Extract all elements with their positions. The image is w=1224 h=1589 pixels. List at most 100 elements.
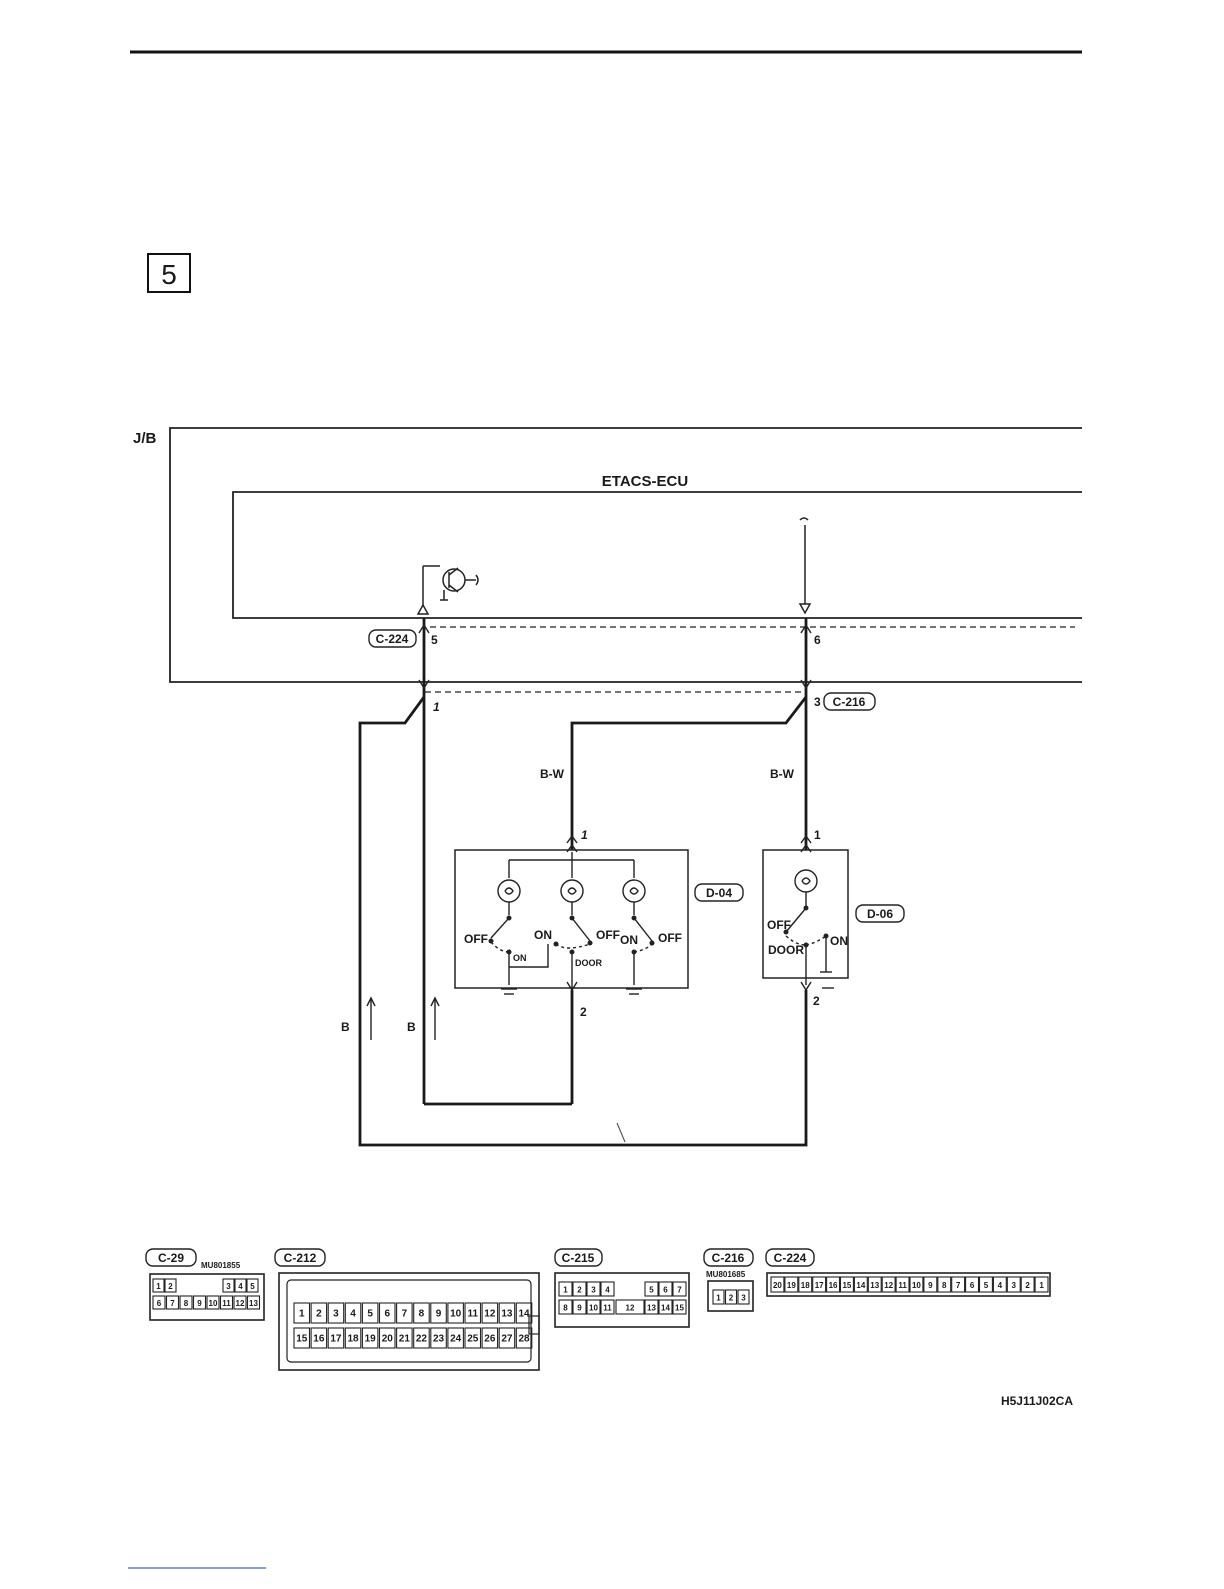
connector-pin-cell xyxy=(447,1302,464,1324)
connector-pin-number: 14 xyxy=(661,1304,670,1313)
connector-pin-cell xyxy=(498,1327,516,1349)
svg-text:C-216: C-216 xyxy=(833,695,866,709)
svg-text:OFF: OFF xyxy=(596,928,620,942)
connector-pin-number: 7 xyxy=(956,1281,961,1290)
connector-pin-cell xyxy=(413,1302,430,1324)
connector-pin-cell xyxy=(644,1281,659,1297)
connector-pin-number: 21 xyxy=(399,1334,411,1345)
ecu-label: ETACS-ECU xyxy=(602,473,688,490)
connector-pin-cell xyxy=(586,1299,601,1315)
connector-pin-number: 13 xyxy=(870,1281,879,1290)
connector-pin-cell xyxy=(164,1278,177,1293)
connector-pin-number: 3 xyxy=(226,1282,231,1291)
connector-pin-number: 13 xyxy=(249,1299,258,1308)
connector-pin-number: 7 xyxy=(170,1299,175,1308)
svg-text:ON: ON xyxy=(620,933,638,947)
connector-pin-cell xyxy=(152,1295,166,1310)
connector-c224-tag: C-224 xyxy=(368,629,417,648)
connector-pin-number: 6 xyxy=(970,1281,975,1290)
connector-pin-cell xyxy=(724,1289,738,1305)
connector-pin-number: 4 xyxy=(238,1282,243,1291)
svg-text:D-06: D-06 xyxy=(867,907,893,921)
connector-pin-number: 17 xyxy=(815,1281,824,1290)
connector-pin-cell xyxy=(1006,1276,1021,1293)
svg-text:D-04: D-04 xyxy=(706,886,732,900)
section-number-box xyxy=(147,253,191,293)
connector-pin-cell xyxy=(222,1278,235,1293)
transistor-icon xyxy=(416,565,479,615)
connector-pin-cell xyxy=(498,1302,516,1324)
switch-d04: 1 2 xyxy=(454,828,744,1019)
svg-text:MU801855: MU801855 xyxy=(201,1261,241,1270)
connector-pin-cell xyxy=(672,1299,687,1315)
connector-pin-number: 6 xyxy=(663,1286,668,1295)
connector-pin-number: 9 xyxy=(928,1281,933,1290)
connector-pin-number: 16 xyxy=(829,1281,838,1290)
connector-pin-number: 20 xyxy=(382,1334,394,1345)
svg-text:DOOR: DOOR xyxy=(768,943,804,957)
etacs-ecu: ETACS-ECU xyxy=(232,473,1082,619)
svg-text:ON: ON xyxy=(513,953,527,963)
connector-pin-number: 12 xyxy=(626,1304,635,1313)
connector-pin-number: 3 xyxy=(333,1309,339,1320)
connector-pin-number: 12 xyxy=(236,1299,245,1308)
dashed-boundaries xyxy=(425,626,1075,693)
connector-pin-number: 16 xyxy=(313,1334,325,1345)
connector-pin-number: 15 xyxy=(842,1281,851,1290)
c224-pin-label: 5 xyxy=(431,633,438,647)
connector-c216-tag: C-216 xyxy=(823,692,876,711)
svg-text:ON: ON xyxy=(534,928,552,942)
connector-pin-number: 8 xyxy=(419,1309,425,1320)
connector-pin-cell xyxy=(770,1276,785,1293)
d04-pin1-label: 1 xyxy=(581,828,588,842)
connector-pin-number: 5 xyxy=(984,1281,989,1290)
connector-pin-cell xyxy=(481,1302,499,1324)
connector-pin-cell xyxy=(430,1327,447,1349)
connector-pin-number: 6 xyxy=(384,1309,390,1320)
connector-pin-number: 23 xyxy=(433,1334,445,1345)
connector-pin-number: 12 xyxy=(484,1309,496,1320)
svg-text:ON: ON xyxy=(830,934,848,948)
connector-pin-number: 10 xyxy=(912,1281,921,1290)
svg-text:OFF: OFF xyxy=(658,931,682,945)
connector-pin-number: 15 xyxy=(296,1334,308,1345)
connector-pin-cell xyxy=(464,1327,482,1349)
d06-pin2-label: 2 xyxy=(813,994,820,1008)
connector-pin-number: 2 xyxy=(316,1309,322,1320)
connector-pin-cell xyxy=(600,1299,615,1315)
svg-text:C-224: C-224 xyxy=(774,1251,807,1265)
connector-pin-cell xyxy=(812,1276,827,1293)
connector-pin-cell xyxy=(867,1276,882,1293)
input-arrow-icon xyxy=(798,517,812,615)
connector-pin-cell xyxy=(293,1302,311,1324)
connector-pin-cell xyxy=(572,1281,587,1297)
connector-pin-cell xyxy=(826,1276,841,1293)
connector-pin-number: 13 xyxy=(647,1304,656,1313)
connector-pin-cell xyxy=(853,1276,868,1293)
connector-pin-cell xyxy=(378,1327,396,1349)
connector-pin-number: 28 xyxy=(518,1334,530,1345)
wire-color-b-right: B xyxy=(407,1020,416,1034)
connector-pin-number: 9 xyxy=(577,1304,582,1313)
connector-pin-cell xyxy=(246,1295,261,1310)
connector-pin-number: 13 xyxy=(501,1309,513,1320)
svg-text:MU801685: MU801685 xyxy=(706,1270,746,1279)
jb-pin3-label: 3 xyxy=(814,695,821,709)
connector-pin-cell xyxy=(327,1302,345,1324)
connector-pin-cell xyxy=(951,1276,966,1293)
connector-pin-cell xyxy=(165,1295,180,1310)
connector-pin-cell xyxy=(233,1295,247,1310)
junction-block: J/B xyxy=(133,427,1082,683)
connector-pin-number: 11 xyxy=(467,1309,478,1320)
connector-pin-cell xyxy=(784,1276,799,1293)
connector-pin-cell xyxy=(293,1327,311,1349)
connector-pin-number: 2 xyxy=(1025,1281,1030,1290)
